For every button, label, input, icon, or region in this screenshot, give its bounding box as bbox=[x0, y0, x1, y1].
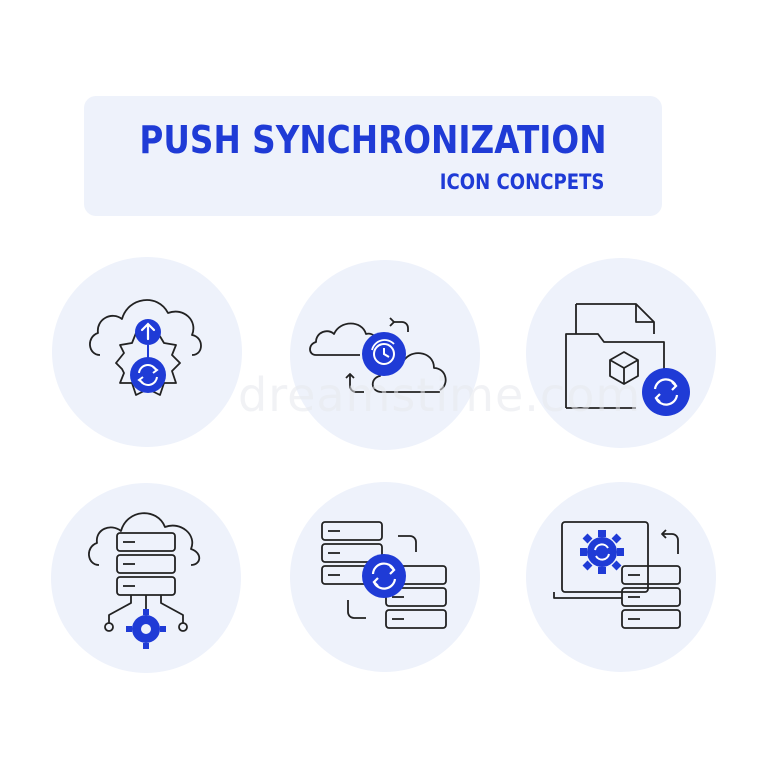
page-title: PUSH SYNCHRONIZATION bbox=[139, 118, 607, 162]
watermark: dreamstime.com bbox=[238, 368, 642, 422]
tile-cloud-clock-sync bbox=[290, 260, 480, 450]
page-subtitle: ICON CONCPETS bbox=[439, 170, 604, 194]
laptop-gear-database-sync-icon bbox=[553, 521, 681, 629]
cloud-server-gear-network-icon bbox=[88, 512, 201, 649]
tile-cloud-server-network bbox=[51, 483, 241, 673]
cloud-gear-upload-sync-icon bbox=[89, 299, 202, 396]
tile-folder-cube-sync bbox=[526, 258, 716, 448]
folder-cube-sync-icon bbox=[565, 303, 690, 416]
tile-cloud-gear-sync bbox=[52, 257, 242, 447]
title-card: PUSH SYNCHRONIZATION ICON CONCPETS bbox=[84, 96, 662, 216]
tile-laptop-gear-database bbox=[526, 482, 716, 672]
tile-database-sync bbox=[290, 482, 480, 672]
cloud-clock-sync-icon bbox=[309, 317, 447, 393]
database-sync-icon bbox=[321, 521, 447, 629]
